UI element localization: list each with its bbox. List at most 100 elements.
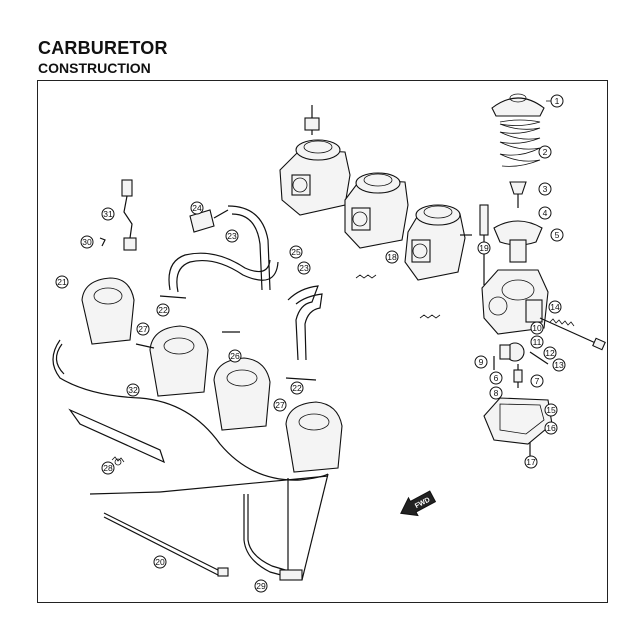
callout-2: 2 — [538, 145, 552, 159]
callout-1: 1 — [546, 94, 564, 108]
svg-text:25: 25 — [291, 247, 301, 257]
callout-22b: 22 — [290, 381, 304, 395]
choke-cable — [89, 475, 329, 577]
callout-10: 10 — [530, 321, 544, 335]
callout-4: 4 — [538, 206, 552, 220]
needle-holder — [509, 181, 527, 208]
callout-7: 7 — [530, 374, 544, 388]
svg-text:13: 13 — [554, 360, 564, 370]
callout-28: 28 — [101, 461, 115, 475]
svg-text:1: 1 — [555, 96, 560, 106]
svg-text:31: 31 — [103, 209, 113, 219]
svg-text:11: 11 — [533, 337, 542, 347]
lower-carburetor-3 — [213, 357, 271, 431]
svg-text:7: 7 — [535, 376, 540, 386]
svg-text:16: 16 — [546, 423, 556, 433]
diaphragm-cover — [491, 93, 545, 117]
callout-18: 18 — [385, 250, 399, 264]
fuel-filter — [189, 209, 229, 233]
svg-text:15: 15 — [546, 405, 556, 415]
carburetor-assembly-1 — [279, 105, 351, 216]
svg-text:2: 2 — [543, 147, 548, 157]
callout-22a: 22 — [156, 303, 170, 317]
svg-text:26: 26 — [230, 351, 240, 361]
callout-31: 31 — [101, 207, 115, 221]
callout-14: 14 — [548, 300, 562, 314]
svg-text:24: 24 — [192, 203, 202, 213]
fwd-arrow-icon: FWD — [400, 490, 437, 517]
svg-text:30: 30 — [82, 237, 92, 247]
svg-text:5: 5 — [555, 230, 560, 240]
piston-spring — [499, 119, 541, 167]
callout-23b: 23 — [297, 261, 311, 275]
svg-text:29: 29 — [256, 581, 266, 591]
cable-guide — [243, 473, 329, 581]
callout-19: 19 — [477, 241, 491, 255]
callout-16: 16 — [544, 421, 558, 435]
callout-3: 3 — [538, 182, 552, 196]
callout-32: 32 — [126, 383, 140, 397]
svg-text:14: 14 — [550, 302, 560, 312]
callout-26: 26 — [228, 349, 242, 363]
float-parts — [493, 342, 549, 388]
wire-harness — [99, 179, 137, 251]
svg-text:23: 23 — [227, 231, 237, 241]
svg-text:22: 22 — [292, 383, 302, 393]
callout-23a: 23 — [225, 229, 239, 243]
svg-text:23: 23 — [299, 263, 309, 273]
callout-30: 30 — [80, 235, 94, 249]
svg-text:22: 22 — [158, 305, 168, 315]
svg-text:18: 18 — [387, 252, 397, 262]
svg-text:17: 17 — [526, 457, 536, 467]
float-chamber — [483, 397, 553, 456]
callout-9: 9 — [474, 355, 488, 369]
callout-25: 25 — [289, 245, 303, 259]
diagram-frame — [37, 80, 608, 603]
svg-text:19: 19 — [479, 243, 489, 253]
carburetor-assembly-3 — [404, 204, 472, 281]
callout-6: 6 — [489, 371, 503, 385]
callout-27a: 27 — [136, 322, 150, 336]
callout-13: 13 — [552, 358, 566, 372]
svg-text:10: 10 — [532, 323, 542, 333]
callout-8: 8 — [489, 386, 503, 400]
callout-29: 29 — [254, 579, 268, 593]
svg-text:6: 6 — [494, 373, 499, 383]
intake-hose-right — [287, 285, 323, 361]
diagram-title: CARBURETOR — [38, 38, 168, 58]
svg-text:3: 3 — [543, 184, 548, 194]
intake-hose-upper — [168, 205, 279, 293]
svg-text:12: 12 — [545, 348, 555, 358]
lower-carburetor-4 — [285, 401, 343, 473]
svg-text:8: 8 — [494, 388, 499, 398]
svg-text:28: 28 — [103, 463, 113, 473]
diagram-subtitle: CONSTRUCTION — [38, 60, 151, 76]
callout-21: 21 — [55, 275, 69, 289]
carburetor-assembly-2 — [344, 172, 409, 249]
svg-text:21: 21 — [57, 277, 67, 287]
linkage-bracket — [68, 408, 166, 466]
small-fittings — [135, 295, 317, 381]
callout-5: 5 — [550, 228, 564, 242]
svg-text:4: 4 — [543, 208, 548, 218]
lower-carburetor-2 — [149, 325, 209, 397]
throttle-stop-screw — [539, 317, 606, 351]
throttle-cable — [52, 339, 329, 481]
small-springs — [355, 274, 441, 319]
callout-24: 24 — [190, 201, 204, 215]
callout-20: 20 — [153, 555, 167, 569]
diaphragm-piston — [493, 220, 543, 263]
lower-carburetor-1 — [81, 277, 135, 345]
callout-17: 17 — [524, 455, 538, 469]
callout-27b: 27 — [273, 398, 287, 412]
svg-text:20: 20 — [155, 557, 165, 567]
svg-text:27: 27 — [138, 324, 148, 334]
callout-15: 15 — [544, 403, 558, 417]
rod-sleeve — [479, 204, 489, 236]
callout-11: 11 — [530, 335, 544, 349]
svg-text:32: 32 — [128, 385, 138, 395]
carburetor-body — [481, 269, 549, 335]
callout-12: 12 — [543, 346, 557, 360]
svg-text:9: 9 — [479, 357, 484, 367]
